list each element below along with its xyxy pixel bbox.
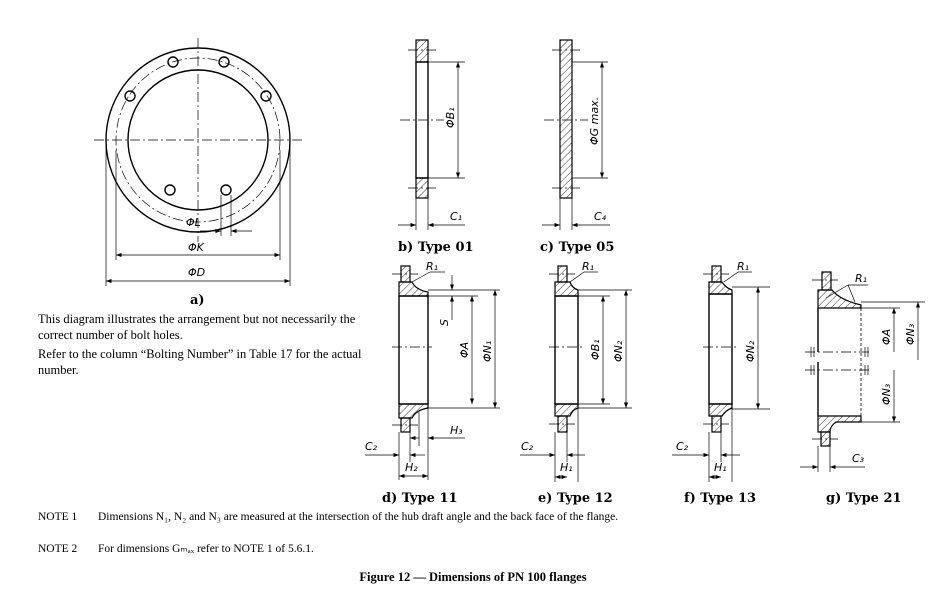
dim-phi-B1: ΦB₁ (444, 107, 457, 128)
bolt-holes-description: This diagram illustrates the arrangement… (38, 312, 356, 342)
dim-C3: C₃ (852, 452, 865, 465)
caption-a: a) (190, 293, 205, 308)
caption-b: b) Type 01 (398, 240, 474, 255)
dim-phi-G-max: ΦG max. (588, 97, 601, 145)
dim-H1-type12: H₁ (560, 461, 573, 474)
note-1-text: Dimensions N₁, N₂ and N₃ are measured at… (98, 511, 619, 523)
caption-f: f) Type 13 (684, 491, 756, 506)
dim-phi-D: ΦD (188, 266, 205, 279)
type-21-drawing: ΦA ΦN₃ ΦN₃ R₁ C₃ g) Type 21 (800, 271, 925, 506)
note-2: NOTE 2 For dimensions Gₘₐₓ refer to NOTE … (38, 541, 314, 555)
dim-H3: H₃ (450, 424, 463, 437)
note-1-key: NOTE 1 (38, 511, 78, 523)
dim-phi-N3-bottom: ΦN₃ (880, 383, 893, 405)
dim-C1: C₁ (450, 210, 462, 223)
dim-phi-N3-top: ΦN₃ (904, 323, 917, 345)
dim-phi-B1-type12: ΦB₁ (589, 339, 602, 360)
caption-d: d) Type 11 (382, 491, 458, 506)
note-1: NOTE 1 Dimensions N₁, N₂ and N₃ are measu… (38, 511, 618, 523)
note-2-text: For dimensions Gₘₐₓ refer to NOTE 1 of 5… (98, 543, 314, 555)
dim-C2-type11: C₂ (365, 440, 378, 453)
caption-e: e) Type 12 (538, 491, 613, 506)
bolting-number-reference: Refer to the column “Bolting Number” in … (38, 347, 362, 377)
dim-phi-N2-type13: ΦN₂ (744, 340, 757, 362)
dim-C2-type12: C₂ (521, 440, 534, 453)
caption-c: c) Type 05 (540, 240, 614, 255)
dim-phi-L: ΦL (186, 216, 201, 229)
type-05-drawing: ΦG max. C₄ c) Type 05 (540, 39, 614, 255)
dim-R1-type13: R₁ (737, 260, 749, 273)
dim-C4: C₄ (594, 210, 607, 223)
dim-phi-A-type11: ΦA (458, 342, 471, 358)
type-01-drawing: ΦB₁ C₁ b) Type 01 (398, 39, 474, 255)
dim-C2-type13: C₂ (676, 440, 689, 453)
dim-phi-K: ΦK (188, 241, 205, 254)
dim-H2: H₂ (405, 461, 418, 474)
dim-R1-type11: R₁ (426, 260, 438, 273)
description-block: This diagram illustrates the arrangement… (38, 311, 368, 381)
dim-phi-A-type21: ΦA (880, 329, 893, 345)
type-12-drawing: ΦB₁ ΦN₂ R₁ C₂ H₁ e) Type 12 (520, 260, 632, 506)
figure-caption: Figure 12 — Dimensions of PN 100 flanges (359, 570, 587, 584)
dim-R1-type12: R₁ (582, 260, 594, 273)
note-2-key: NOTE 2 (38, 543, 78, 555)
dim-S: S (438, 319, 451, 326)
dim-H1-type13: H₁ (714, 461, 727, 474)
dim-phi-N1: ΦN₁ (481, 341, 494, 362)
flange-face-view: ΦL ΦK ΦD a) (94, 38, 302, 308)
dim-phi-N2-type12: ΦN₂ (612, 340, 625, 362)
type-13-drawing: ΦN₂ R₁ C₂ H₁ f) Type 13 (672, 260, 770, 506)
caption-g: g) Type 21 (826, 491, 902, 506)
bolt-holes (124, 56, 272, 196)
dim-R1-type21: R₁ (855, 272, 867, 285)
type-11-drawing: S ΦA ΦN₁ R₁ H₃ C₂ H₂ d) Type 11 (365, 260, 500, 506)
